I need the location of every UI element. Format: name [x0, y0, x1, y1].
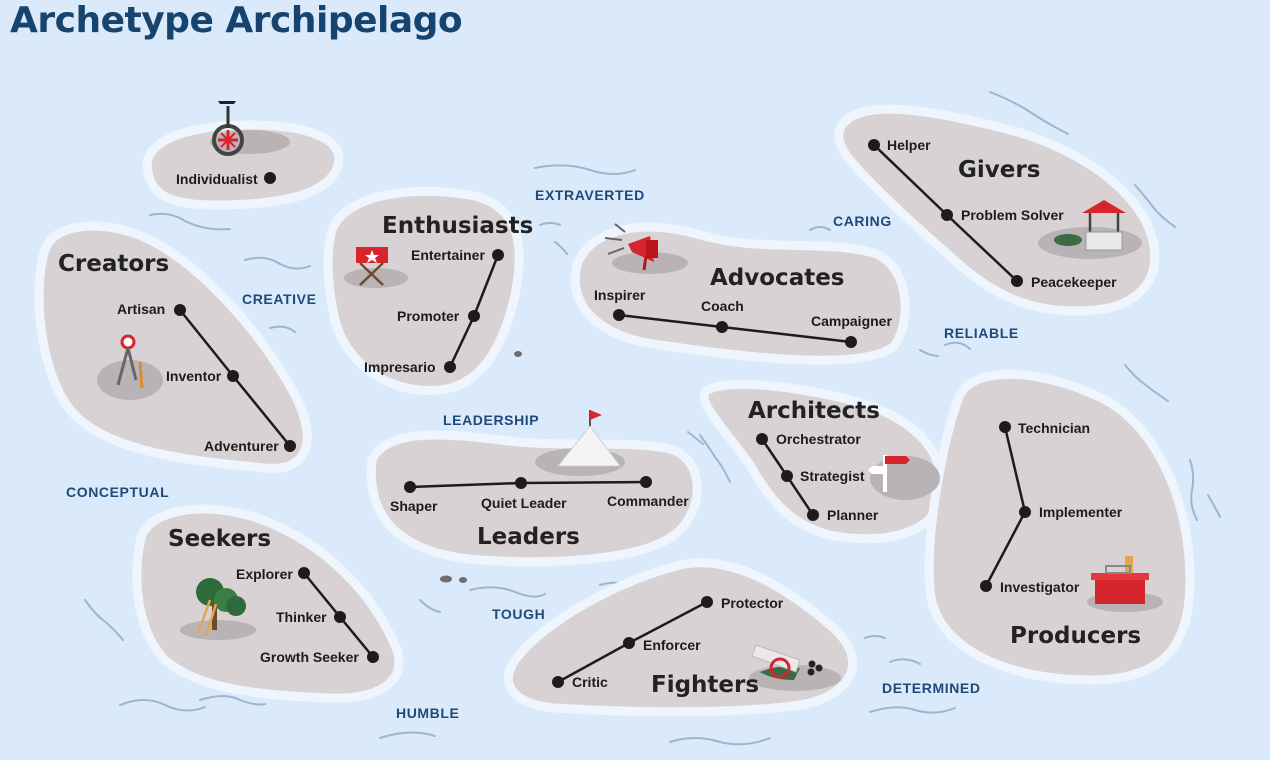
archetype-technician: Technician	[1018, 420, 1090, 436]
island-seekers	[132, 504, 404, 703]
unicycle-icon	[210, 101, 290, 156]
archetype-peacekeeper: Peacekeeper	[1031, 274, 1117, 290]
archetype-implementer: Implementer	[1039, 504, 1123, 520]
archetype-helper: Helper	[887, 137, 931, 153]
archetype-entertainer: Entertainer	[411, 247, 485, 263]
archetype-shaper: Shaper	[390, 498, 438, 514]
sea-waves	[84, 91, 1221, 746]
archetype-growth-seeker: Growth Seeker	[260, 649, 359, 665]
archetype-strategist: Strategist	[800, 468, 865, 484]
signpost-icon	[868, 455, 940, 500]
archetype-quiet-leader: Quiet Leader	[481, 495, 567, 511]
archetype-individualist: Individualist	[176, 171, 258, 187]
megaphone-icon	[604, 223, 688, 274]
compass-icon	[97, 334, 163, 400]
island-name-fighters: Fighters	[651, 672, 759, 698]
island-creators	[34, 221, 312, 473]
trait-determined: DETERMINED	[882, 680, 981, 696]
trait-leadership: LEADERSHIP	[443, 412, 539, 428]
archetype-campaigner: Campaigner	[811, 313, 892, 329]
archetype-protector: Protector	[721, 595, 784, 611]
archetype-promoter: Promoter	[397, 308, 460, 324]
well-icon	[1038, 200, 1142, 259]
trait-tough: TOUGH	[492, 606, 545, 622]
archetype-enforcer: Enforcer	[643, 637, 701, 653]
trait-humble: HUMBLE	[396, 705, 459, 721]
trait-creative: CREATIVE	[242, 291, 317, 307]
island-givers	[834, 104, 1160, 316]
island-name-seekers: Seekers	[168, 526, 271, 552]
island-individualist	[142, 120, 344, 210]
island-name-producers: Producers	[1010, 623, 1141, 649]
trait-conceptual: CONCEPTUAL	[66, 484, 169, 500]
archetype-impresario: Impresario	[364, 359, 436, 375]
trait-caring: CARING	[833, 213, 892, 229]
island-name-givers: Givers	[958, 157, 1040, 183]
rock	[514, 351, 522, 357]
island-name-architects: Architects	[748, 398, 880, 424]
island-name-creators: Creators	[58, 251, 169, 277]
cannon-icon	[749, 644, 841, 691]
archetype-problem-solver: Problem Solver	[961, 207, 1064, 223]
archetype-coach: Coach	[701, 298, 744, 314]
archetype-critic: Critic	[572, 674, 608, 690]
archetype-adventurer: Adventurer	[204, 438, 279, 454]
archetype-orchestrator: Orchestrator	[776, 431, 861, 447]
summit-flag-icon	[535, 410, 625, 476]
tree-ladder-icon	[180, 578, 256, 640]
director-chair-icon	[344, 247, 408, 288]
rock	[440, 575, 452, 583]
rock	[459, 577, 467, 583]
trait-extraverted: EXTRAVERTED	[535, 187, 645, 203]
archetype-inventor: Inventor	[166, 368, 222, 384]
archetype-investigator: Investigator	[1000, 579, 1080, 595]
archetype-planner: Planner	[827, 507, 879, 523]
archetype-thinker: Thinker	[276, 609, 327, 625]
island-name-advocates: Advocates	[710, 265, 845, 291]
island-enthusiasts	[323, 186, 524, 395]
island-name-enthusiasts: Enthusiasts	[382, 213, 533, 239]
archetype-inspirer: Inspirer	[594, 287, 646, 303]
trait-reliable: RELIABLE	[944, 325, 1019, 341]
toolbox-icon	[1087, 556, 1163, 612]
archetype-commander: Commander	[607, 493, 689, 509]
island-architects	[699, 379, 946, 544]
archetype-artisan: Artisan	[117, 301, 165, 317]
archetype-dots	[174, 139, 1031, 688]
island-name-leaders: Leaders	[477, 524, 580, 550]
archetype-explorer: Explorer	[236, 566, 293, 582]
page-title: Archetype Archipelago	[10, 0, 463, 41]
